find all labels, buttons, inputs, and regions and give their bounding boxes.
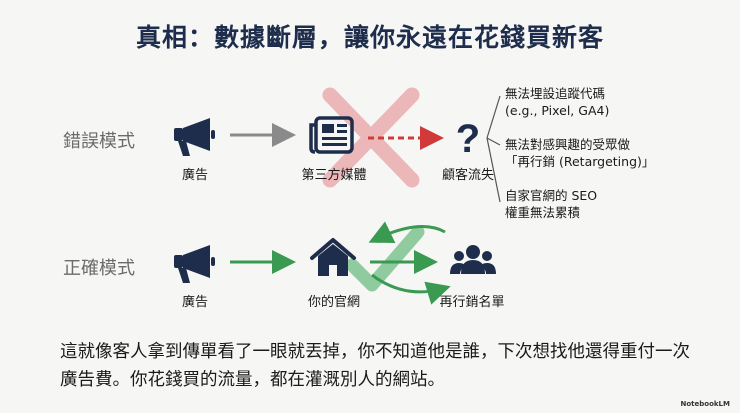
newspaper-icon: [309, 116, 354, 154]
note-tracking: 無法埋設追蹤代碼 (e.g., Pixel, GA4): [505, 86, 610, 118]
people-group-icon: [450, 245, 496, 274]
right-mode-label: 正確模式: [63, 258, 135, 279]
arrow-loop-top: [368, 221, 446, 244]
note-retargeting: 無法對感興趣的受眾做 「再行銷 (Retargeting)」: [505, 137, 655, 169]
ad-caption: 廣告: [181, 168, 208, 183]
third-party-media-caption: 第三方媒體: [301, 168, 367, 183]
customer-lost-caption: 顧客流失: [441, 168, 494, 183]
notebooklm-watermark: NotebookLM: [680, 400, 730, 408]
note-seo: 自家官網的 SEO 權重無法累積: [505, 188, 598, 220]
green-check-icon: [345, 225, 425, 292]
megaphone-icon: [174, 245, 215, 283]
summary-text: 這就像客人拿到傳單看了一眼就丟掉，你不知道他是誰，下次想找他還得重付一次廣告費。…: [60, 342, 690, 390]
notes-bracket: [486, 95, 501, 203]
arrow-loop-bottom: [371, 273, 451, 305]
question-mark-icon: ?: [456, 117, 480, 161]
own-website-caption: 你的官網: [307, 295, 360, 310]
ad-caption: 廣告: [181, 295, 208, 310]
wrong-mode-label: 錯誤模式: [63, 131, 135, 152]
page-title: 真相：數據斷層，讓你永遠在花錢買新客: [135, 23, 604, 52]
house-icon: [310, 238, 356, 276]
megaphone-icon: [174, 118, 215, 156]
retargeting-list-caption: 再行銷名單: [439, 295, 505, 310]
